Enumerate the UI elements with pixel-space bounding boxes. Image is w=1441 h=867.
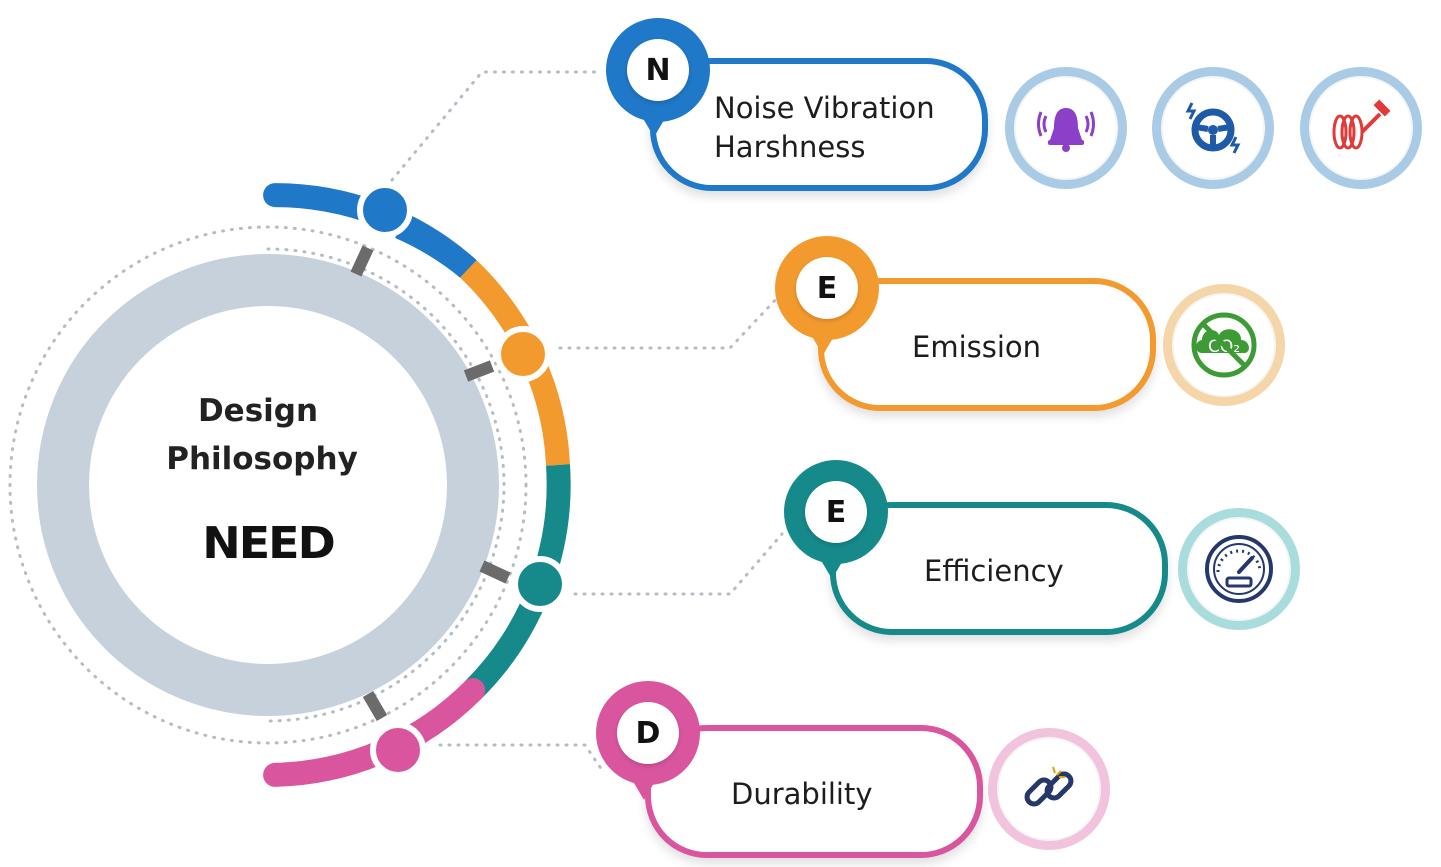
- connector-bar-e1: [463, 360, 495, 382]
- center-ring: [37, 254, 499, 716]
- chain-link-icon: [1024, 766, 1074, 807]
- badge-e2: E: [784, 460, 888, 564]
- bubble-chain: [988, 728, 1110, 850]
- steering-wheel-icon: [1185, 102, 1241, 154]
- center-disc: [90, 307, 446, 663]
- connector-bar-d: [362, 690, 388, 722]
- bubble-spring: [1300, 67, 1422, 189]
- speedometer-icon: [1205, 535, 1273, 603]
- badge-d-tail: [631, 778, 657, 800]
- arc-segment-n-end: [395, 215, 476, 279]
- badge-e1-tail: [810, 333, 836, 355]
- bubble-bell: [1005, 67, 1127, 189]
- bubble-steering: [1152, 67, 1274, 189]
- badge-d-letter: D: [617, 702, 679, 764]
- need-logo: NEED: [202, 517, 336, 569]
- badge-e2-tail: [819, 557, 845, 579]
- badge-e2-letter: E: [805, 481, 867, 543]
- leader-line-e2: [573, 532, 784, 596]
- arc-dot-e1: [495, 326, 551, 382]
- spring-hammer-icon: [1332, 99, 1391, 150]
- card-e1-label: Emission: [912, 330, 1042, 364]
- bubble-speedometer: [1178, 508, 1300, 630]
- card-n-line1: Noise Vibration: [714, 91, 935, 125]
- bubble-co2: CO₂: [1163, 284, 1285, 406]
- card-n-line2: Harshness: [714, 130, 866, 164]
- card-e2-label: Efficiency: [924, 554, 1064, 588]
- leader-line-n: [390, 70, 602, 182]
- arc-dot-e2: [512, 556, 568, 612]
- badge-n-tail: [641, 115, 667, 137]
- badge-n-letter: N: [627, 39, 689, 101]
- center-title-line1: Design: [197, 393, 319, 429]
- center-title-line2: Philosophy: [166, 441, 358, 477]
- badge-d: D: [596, 681, 700, 785]
- badge-e1: E: [775, 236, 879, 340]
- leader-line-e1: [558, 293, 782, 350]
- card-durability[interactable]: Durability: [645, 725, 983, 858]
- inner-dotted-arc: [266, 247, 506, 723]
- bell-icon: [1037, 108, 1095, 152]
- card-d-label: Durability: [731, 777, 873, 811]
- no-co2-icon: CO₂: [1191, 312, 1257, 378]
- outer-dotted-circle: [8, 225, 528, 745]
- connector-bar-e2: [479, 560, 511, 584]
- arc-dot-d: [370, 722, 426, 778]
- leader-line-d: [438, 743, 604, 772]
- arc-dot-n: [357, 182, 413, 238]
- badge-n: N: [606, 18, 710, 122]
- badge-e1-letter: E: [796, 257, 858, 319]
- connector-bar-n: [350, 245, 374, 277]
